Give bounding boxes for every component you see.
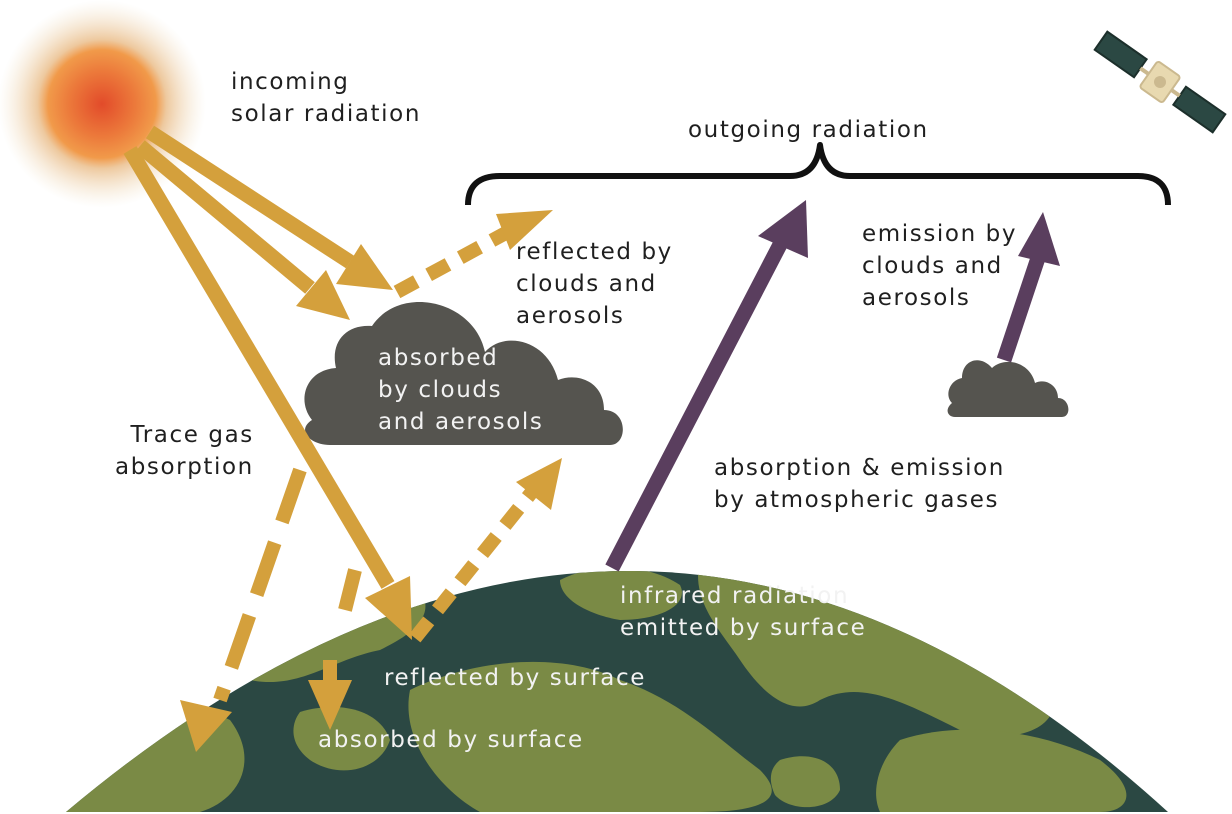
infrared-surface-arrow	[605, 200, 808, 572]
incoming-arrow-to-cloud-top	[145, 125, 393, 290]
trace-gas-branch-arrow	[338, 568, 362, 612]
outgoing-radiation-bracket	[465, 142, 1171, 206]
earth-icon	[66, 571, 1168, 812]
infrared-radiation-label: infrared radiation emitted by surface	[620, 583, 867, 641]
absorbed-by-surface-arrow	[308, 660, 352, 730]
atmospheric-gases-label: absorption & emission by atmospheric gas…	[714, 455, 1005, 513]
emission-by-clouds-label: emission by clouds and aerosols	[862, 221, 1018, 311]
reflected-by-clouds-label: reflected by clouds and aerosols	[516, 239, 673, 329]
incoming-solar-radiation-label: incoming solar radiation	[231, 69, 421, 127]
reflected-by-surface-arrow	[409, 458, 562, 643]
outgoing-radiation-label: outgoing radiation	[688, 117, 929, 143]
cloud-icon	[304, 302, 623, 445]
trace-gas-absorption-arrow	[180, 467, 307, 752]
dashed-solar-arrows	[180, 210, 562, 752]
incoming-arrow-to-cloud-side	[135, 140, 350, 320]
absorbed-by-clouds-label: absorbed by clouds and aerosols	[378, 345, 544, 435]
trace-gas-absorption-label: Trace gas absorption	[115, 422, 254, 480]
reflected-by-clouds-arrow	[393, 210, 553, 299]
satellite-icon	[1093, 30, 1227, 134]
infrared-arrows	[605, 200, 1060, 572]
incoming-arrow-to-surface	[123, 146, 412, 640]
cloud-icon	[947, 360, 1069, 417]
cloud-emission-arrow	[996, 212, 1060, 363]
reflected-by-surface-label: reflected by surface	[384, 665, 646, 691]
absorbed-by-surface-label: absorbed by surface	[318, 727, 584, 753]
solar-arrows	[123, 125, 412, 730]
